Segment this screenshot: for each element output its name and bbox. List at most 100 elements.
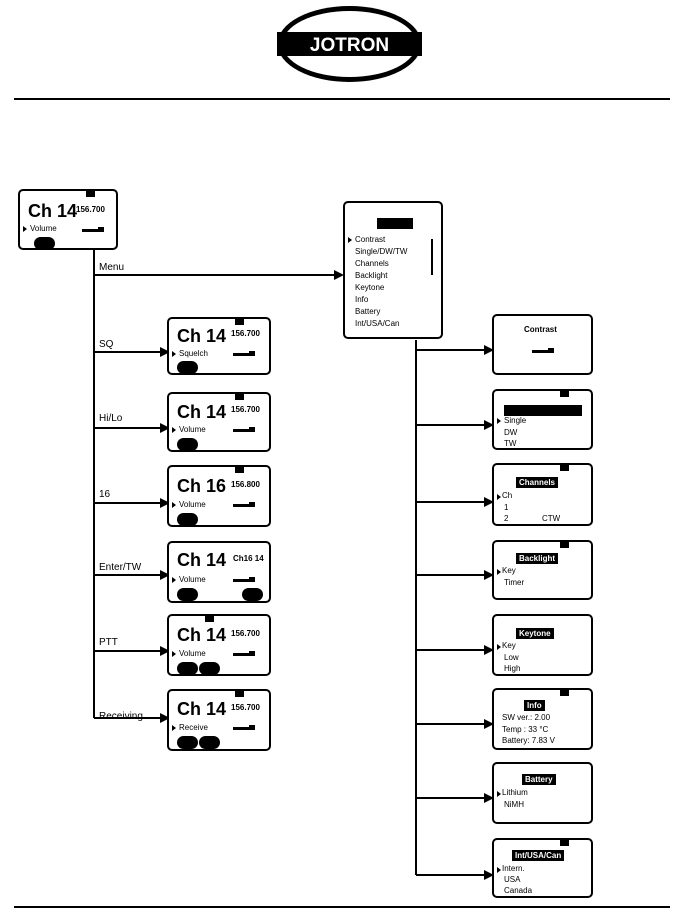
frequency: Ch16 14 <box>233 554 264 563</box>
battery-icon <box>235 691 244 697</box>
title-bar: Info <box>524 700 545 711</box>
info-sw-version: SW ver.: 2.00 <box>502 713 551 722</box>
battery-icon <box>86 191 95 197</box>
screen-label: Volume <box>179 575 206 584</box>
main-screen: Ch 14 156.700 Volume <box>18 189 118 250</box>
battery-screen: Battery Lithium NiMH <box>492 762 593 824</box>
softkey-icon <box>177 513 198 525</box>
screen-label: Volume <box>30 224 57 233</box>
ch16-label: 16 <box>99 489 111 500</box>
menu-item-channels[interactable]: Channels <box>355 259 389 268</box>
sq-label: SQ <box>99 339 114 350</box>
title-bar: Keytone <box>516 628 554 639</box>
level-bar <box>532 348 554 353</box>
level-bar <box>233 651 255 656</box>
softkey-right-icon <box>199 662 220 674</box>
option-dw[interactable]: DW <box>504 428 518 437</box>
entertw-screen: Ch 14 Ch16 14 Volume <box>167 541 271 603</box>
region-screen: Int/USA/Can Intern. USA Canada <box>492 838 593 898</box>
logo-text: JOTRON <box>310 35 389 56</box>
jotron-logo: JOTRON <box>277 6 422 82</box>
ptt-label: PTT <box>99 637 118 648</box>
scrollbar <box>431 239 433 275</box>
line-1: 1 <box>504 503 509 512</box>
screen-label: Squelch <box>179 349 208 358</box>
contrast-screen: Contrast <box>492 314 593 375</box>
option-key[interactable]: Key <box>502 566 516 575</box>
option-intern[interactable]: Intern. <box>502 864 525 873</box>
softkey-icon <box>177 361 198 373</box>
pointer-icon <box>172 351 176 357</box>
entertw-label: Enter/TW <box>99 562 142 573</box>
line-2: 2 <box>504 514 509 523</box>
pointer-icon <box>172 725 176 731</box>
watch-screen: Single DW TW <box>492 389 593 450</box>
pointer-icon <box>497 569 501 575</box>
channel-number: Ch 14 <box>177 699 227 719</box>
battery-icon <box>560 840 569 846</box>
menu-screen: Contrast Single/DW/TW Channels Backlight… <box>343 201 443 339</box>
battery-icon <box>235 319 244 325</box>
pointer-icon <box>172 502 176 508</box>
softkey-right-icon <box>199 736 220 749</box>
pointer-icon <box>23 226 27 232</box>
option-timer[interactable]: Timer <box>504 578 525 587</box>
option-key[interactable]: Key <box>502 641 516 650</box>
title-bar: Channels <box>516 477 559 488</box>
footer-rule <box>14 906 670 908</box>
frequency: 156.700 <box>76 205 105 214</box>
option-single[interactable]: Single <box>504 416 527 425</box>
pointer-icon <box>497 644 501 650</box>
softkey-right-icon <box>242 588 263 601</box>
receiving-screen: Ch 14 156.700 Receive <box>167 689 271 751</box>
channel-number: Ch 14 <box>177 625 227 645</box>
level-bar <box>233 427 255 432</box>
receiving-label: Receiving <box>99 711 143 722</box>
option-low[interactable]: Low <box>504 653 519 662</box>
sq-screen: Ch 14 156.700 Squelch <box>167 317 271 375</box>
battery-icon <box>560 465 569 471</box>
softkey-left-icon <box>177 736 198 749</box>
option-high[interactable]: High <box>504 664 521 673</box>
menu-item-battery[interactable]: Battery <box>355 307 381 316</box>
pointer-icon <box>172 577 176 583</box>
channel-number: Ch 14 <box>177 402 227 422</box>
pointer-icon <box>497 418 501 424</box>
line-ch: Ch <box>502 491 513 500</box>
menu-item-contrast[interactable]: Contrast <box>355 235 386 244</box>
menu-item-backlight[interactable]: Backlight <box>355 271 388 280</box>
line-ctw: CTW <box>542 514 561 523</box>
battery-icon <box>560 542 569 548</box>
battery-icon <box>560 690 569 696</box>
info-battery-voltage: Battery: 7.83 V <box>502 736 555 745</box>
info-screen: Info SW ver.: 2.00 Temp : 33 °C Battery:… <box>492 688 593 750</box>
screen-label: Volume <box>179 425 206 434</box>
option-lithium[interactable]: Lithium <box>502 788 528 797</box>
option-usa[interactable]: USA <box>504 875 521 884</box>
level-bar <box>233 502 255 507</box>
option-canada[interactable]: Canada <box>504 886 533 895</box>
channel-number: Ch 16 <box>177 476 227 496</box>
level-bar <box>233 725 255 730</box>
softkey-left-icon <box>177 588 198 601</box>
level-bar <box>233 351 255 356</box>
softkey-icon <box>34 237 55 248</box>
menu-item-info[interactable]: Info <box>355 295 369 304</box>
option-nimh[interactable]: NiMH <box>504 800 524 809</box>
title-bar <box>504 405 582 416</box>
level-bar <box>82 227 104 232</box>
battery-icon <box>235 467 244 473</box>
menu-list: Contrast Single/DW/TW Channels Backlight… <box>355 234 407 330</box>
option-tw[interactable]: TW <box>504 439 517 448</box>
hilo-label: Hi/Lo <box>99 413 123 424</box>
battery-icon <box>205 616 214 622</box>
menu-item-keytone[interactable]: Keytone <box>355 283 385 292</box>
frequency: 156.800 <box>231 480 260 489</box>
menu-item-watch[interactable]: Single/DW/TW <box>355 247 408 256</box>
keytone-screen: Keytone Key Low High <box>492 614 593 676</box>
menu-item-region[interactable]: Int/USA/Can <box>355 319 400 328</box>
screen-label: Volume <box>179 649 206 658</box>
battery-icon <box>560 391 569 397</box>
frequency: 156.700 <box>231 329 260 338</box>
